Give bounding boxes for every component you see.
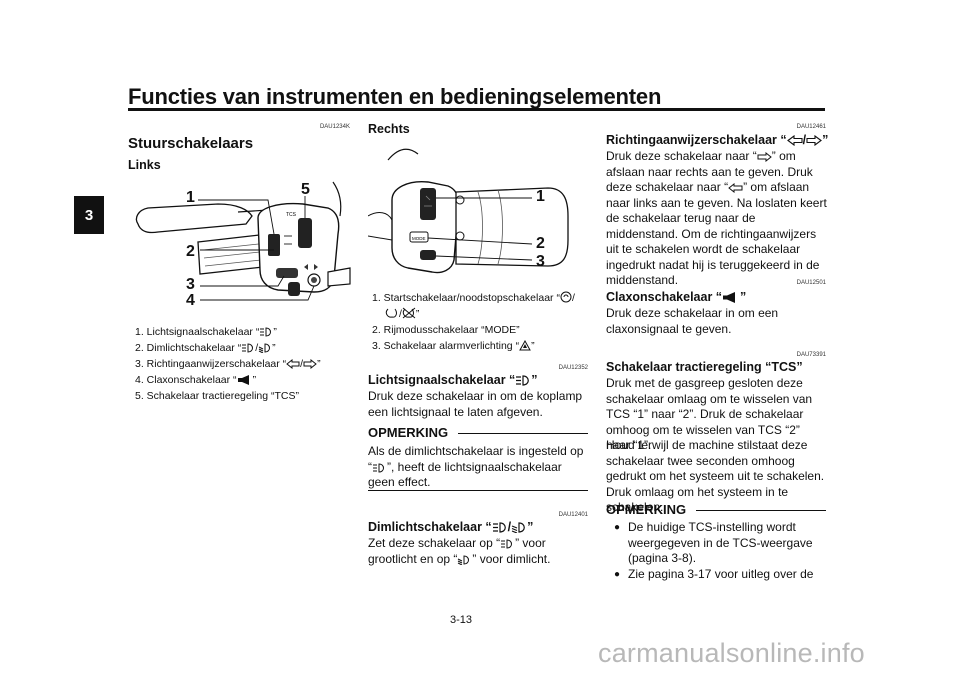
horn-icon (723, 292, 736, 303)
heading-lichtsignaal: Lichtsignaalschakelaar “” (368, 373, 538, 387)
watermark: carmanualsonline.info (598, 638, 865, 668)
note-bullets: ●De huidige TCS-instelling wordt weergeg… (614, 520, 827, 582)
tcs-mark: TCS (286, 212, 297, 218)
callout-1: 1 (186, 189, 195, 206)
paragraph-tcs-2: Houd terwijl de machine stilstaat deze s… (606, 438, 825, 514)
note-end-rule (368, 490, 588, 491)
section-title: Stuurschakelaars (128, 135, 254, 152)
subsection-links: Links (128, 158, 161, 172)
turn-left-icon (286, 359, 300, 369)
heading-tcs: Schakelaar tractieregeling “TCS” (606, 360, 803, 374)
doc-code: DAU12401 (558, 512, 588, 518)
note-heading: OPMERKING (368, 425, 588, 440)
engine-stop-run-icon (385, 308, 397, 318)
heading-dimlicht: Dimlichtschakelaar “/” (368, 520, 534, 534)
callout-4: 4 (186, 292, 195, 309)
note-text: Als de dimlichtschakelaar is ingesteld o… (368, 444, 584, 489)
callout-r2: 2 (536, 235, 545, 252)
doc-code: DAU1234K (319, 124, 350, 130)
left-handlebar-illustration: TCS (135, 181, 351, 301)
subsection-rechts: Rechts (368, 122, 410, 136)
high-beam-icon (501, 539, 513, 549)
callout-3: 3 (186, 276, 195, 293)
legend-item-2: 2. Dimlichtschakelaar “/” (135, 342, 276, 354)
turn-right-icon (806, 135, 823, 146)
legend-item-1: 1. Lichtsignaalschakelaar “” (135, 326, 277, 338)
page-number: 3-13 (450, 614, 473, 626)
high-beam-icon (516, 375, 530, 386)
horn-icon (237, 375, 249, 385)
heading-richting: Richtingaanwijzerschakelaar “/” (606, 133, 829, 147)
legend-item-r1-cont: /” (372, 306, 592, 322)
doc-code: DAU12461 (796, 124, 826, 130)
right-handlebar-illustration: MODE (368, 148, 569, 274)
legend-item-r1: 1. Startschakelaar/noodstopschakelaar “/ (372, 291, 575, 304)
note-heading: OPMERKING (606, 502, 826, 517)
doc-code: DAU12352 (558, 365, 588, 371)
header-rule (128, 108, 825, 111)
callout-5: 5 (301, 181, 310, 198)
legend-item-3: 3. Richtingaanwijzerschakelaar “/” (135, 358, 321, 370)
legend-item-5: 5. Schakelaar tractieregeling “TCS” (135, 390, 299, 402)
turn-left-icon (786, 135, 803, 146)
low-beam-icon (458, 554, 470, 565)
turn-right-icon (303, 359, 317, 369)
list-item: ●Zie pagina 3-17 voor uitleg over de (614, 566, 814, 581)
high-beam-icon (492, 522, 506, 533)
engine-stop-icon (402, 307, 416, 319)
turn-right-icon (757, 152, 772, 162)
high-beam-icon (242, 343, 254, 353)
callout-r1: 1 (536, 188, 545, 205)
paragraph-claxon: Druk deze schakelaar in om een claxonsig… (606, 306, 779, 336)
paragraph-richting: Druk deze schakelaar naar “” om afslaan … (606, 149, 827, 287)
low-beam-icon (511, 522, 525, 533)
left-legend: 1. Lichtsignaalschakelaar “” 2. Dimlicht… (135, 324, 355, 404)
right-legend: 1. Startschakelaar/noodstopschakelaar “/… (372, 290, 592, 354)
chapter-tab: 3 (74, 196, 104, 234)
paragraph-lichtsignaal: Druk deze schakelaar in om de koplamp ee… (368, 389, 583, 419)
paragraph-tcs-1: Druk met de gasgreep gesloten deze schak… (606, 376, 813, 452)
page-header-title: Functies van instrumenten en bedieningse… (128, 84, 662, 109)
hazard-icon (519, 340, 531, 351)
callout-r3: 3 (536, 253, 545, 270)
legend-item-4: 4. Claxonschakelaar “” (135, 374, 257, 386)
mode-mark: MODE (412, 236, 426, 241)
callout-2: 2 (186, 243, 195, 260)
legend-item-r3: 3. Schakelaar alarmverlichting “” (372, 340, 535, 352)
high-beam-icon (260, 327, 272, 337)
paragraph-dimlicht: Zet deze schakelaar op “” voor grootlich… (368, 536, 551, 566)
heading-claxon: Claxonschakelaar “” (606, 290, 747, 304)
list-item: ●De huidige TCS-instelling wordt weergeg… (614, 520, 813, 565)
doc-code: DAU12501 (796, 280, 826, 286)
legend-item-r2: 2. Rijmodusschakelaar “MODE” (372, 324, 520, 336)
high-beam-icon (373, 462, 384, 473)
low-beam-icon (258, 343, 271, 353)
doc-code: DAU73391 (796, 352, 826, 358)
turn-left-icon (728, 183, 743, 193)
start-icon (560, 291, 572, 303)
